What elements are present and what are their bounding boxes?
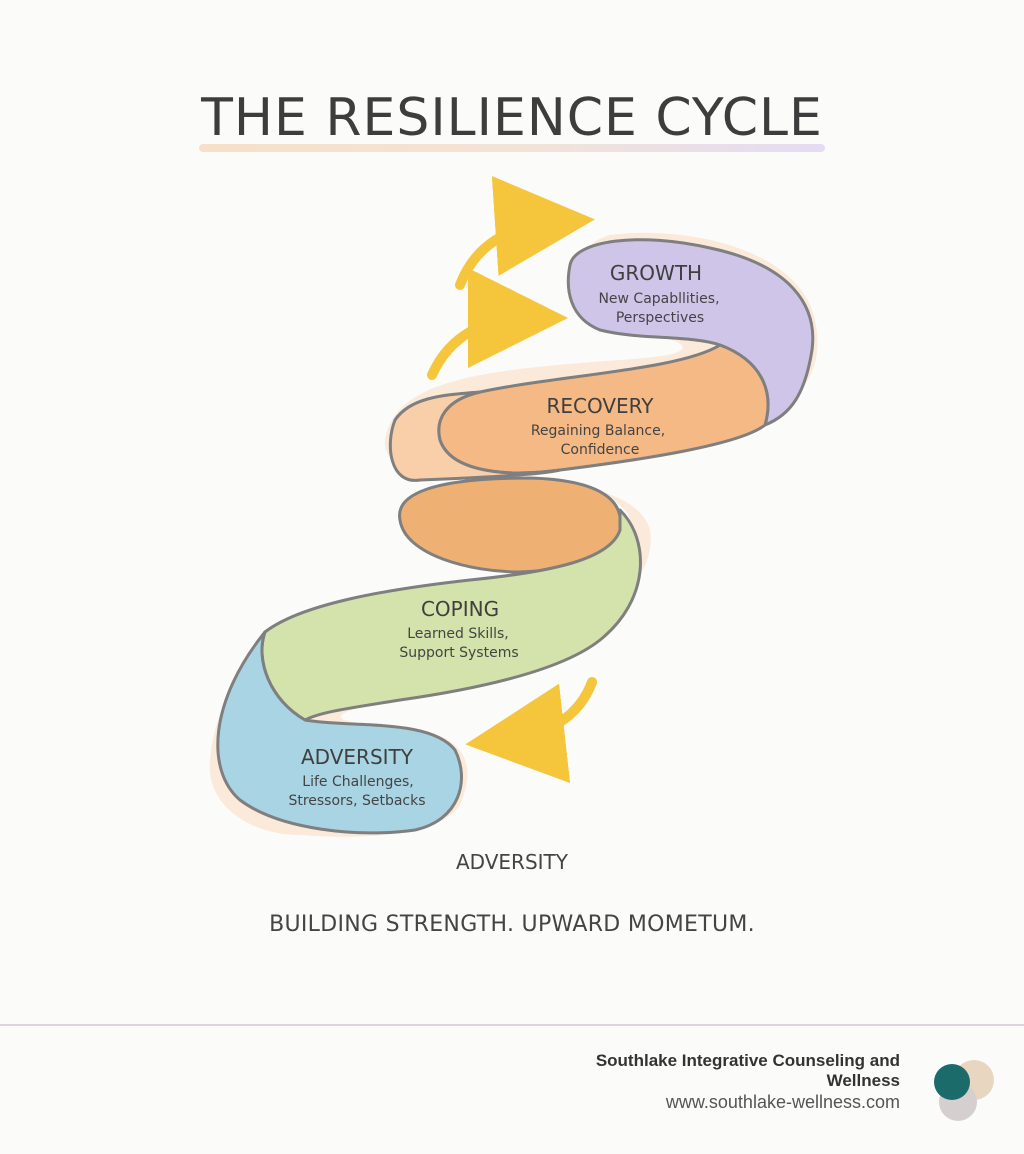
stage-growth-label: GROWTH New Capabllities, Perspectives — [598, 261, 719, 326]
growth-desc-line2: Perspectives — [616, 310, 704, 326]
recovery-desc-line2: Confidence — [561, 442, 640, 458]
arrow-top-icon — [455, 176, 595, 290]
logo-icon — [934, 1060, 994, 1121]
org-name-line1: Southlake Integrative Counseling and — [595, 1051, 900, 1070]
growth-title: GROWTH — [610, 261, 702, 285]
stage-coping-label: COPING Learned Skills, Support Systems — [399, 597, 518, 661]
footer-info: Southlake Integrative Counseling and Wel… — [480, 1051, 900, 1113]
adversity-title: ADVERSITY — [301, 745, 414, 769]
coping-title: COPING — [421, 597, 499, 621]
title-text: THE RESILIENCE CYCLE — [201, 88, 823, 148]
stage-adversity-label: ADVERSITY Life Challenges, Stressors, Se… — [288, 745, 425, 809]
growth-band — [566, 238, 815, 427]
adversity-band — [216, 630, 463, 835]
recovery-title: RECOVERY — [546, 394, 654, 418]
arrow-lower-icon — [465, 677, 597, 784]
org-name-line2: Wellness — [826, 1071, 900, 1090]
stage-recovery-label: RECOVERY Regaining Balance, Confidence — [531, 394, 665, 458]
adversity-desc-line2: Stressors, Setbacks — [288, 793, 425, 809]
recovery-desc-line1: Regaining Balance, — [531, 423, 665, 439]
tagline: BUILDING STRENGTH. UPWARD MOMETUM. — [269, 912, 755, 937]
website-url[interactable]: www.southlake-wellness.com — [665, 1092, 900, 1112]
coping-desc-line2: Support Systems — [399, 645, 518, 661]
adversity-desc-line1: Life Challenges, — [302, 774, 413, 790]
footer-divider — [0, 1024, 1024, 1026]
recovery-fold — [388, 390, 562, 482]
growth-desc-line1: New Capabllities, — [598, 291, 719, 307]
coping-desc-line1: Learned Skills, — [407, 626, 509, 642]
arrow-middle-icon — [427, 268, 568, 380]
bottom-stage-label: ADVERSITY — [456, 850, 568, 874]
